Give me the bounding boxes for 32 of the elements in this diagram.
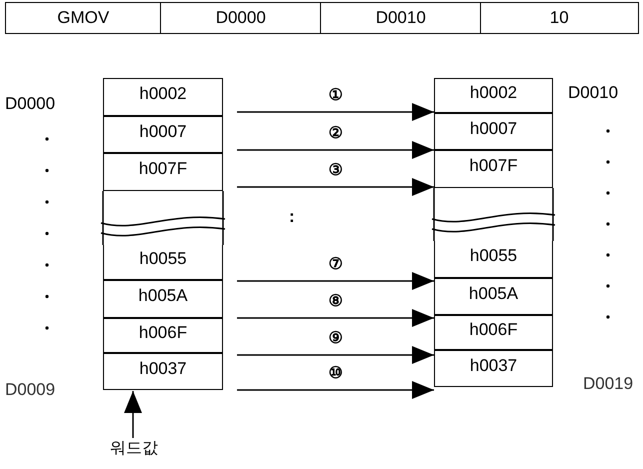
memory-cell: h005A bbox=[103, 280, 223, 318]
ellipsis-mark: : bbox=[289, 208, 295, 225]
arrow bbox=[237, 272, 434, 290]
table-cell: D0010 bbox=[320, 2, 482, 34]
address-label: D0010 bbox=[568, 84, 618, 101]
table-cell: 10 bbox=[480, 2, 638, 34]
memory-cell: h0007 bbox=[103, 116, 223, 153]
memory-cell: h005A bbox=[434, 278, 553, 315]
address-label: D0000 bbox=[5, 95, 56, 112]
memory-cell: h007F bbox=[434, 150, 553, 188]
address-label: D0009 bbox=[5, 381, 56, 398]
arrow bbox=[237, 178, 434, 196]
memory-cell: h0055 bbox=[434, 241, 553, 278]
memory-cell: h006F bbox=[103, 318, 223, 353]
memory-cell: h006F bbox=[434, 315, 553, 350]
memory-cell: h0002 bbox=[103, 78, 223, 116]
arrow bbox=[237, 346, 434, 364]
memory-cell: h0007 bbox=[434, 113, 553, 150]
arrow bbox=[237, 309, 434, 327]
memory-cell: h0037 bbox=[434, 350, 553, 387]
table-cell: D0000 bbox=[160, 2, 322, 34]
caption-text: 워드값 bbox=[104, 438, 164, 458]
memory-cell: h007F bbox=[103, 153, 223, 191]
memory-cell: h0037 bbox=[103, 353, 223, 390]
address-label: D0019 bbox=[583, 375, 634, 392]
table-cell: GMOV bbox=[5, 2, 162, 34]
arrow bbox=[237, 141, 434, 159]
arrow bbox=[237, 103, 434, 121]
memory-cell: h0002 bbox=[434, 78, 553, 113]
arrow bbox=[124, 391, 142, 438]
arrow bbox=[237, 381, 434, 399]
memory-cell: h0055 bbox=[103, 245, 223, 280]
